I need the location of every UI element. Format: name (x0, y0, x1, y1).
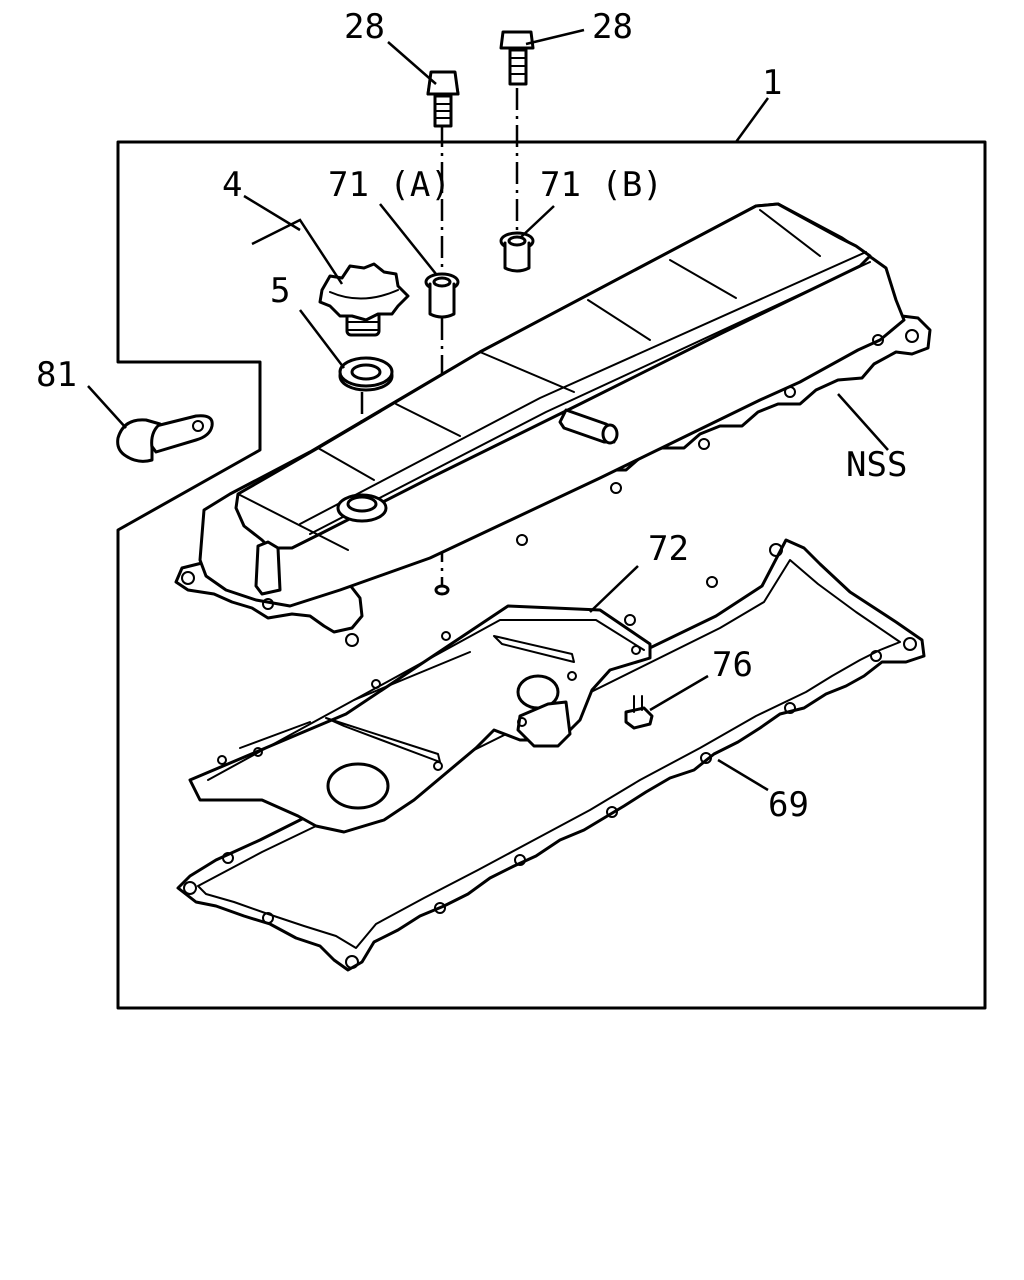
grommet-71a (424, 272, 460, 319)
screw-76 (624, 695, 654, 730)
cylinder-head-cover (174, 202, 932, 647)
grommet-71b (499, 231, 535, 273)
label-76: 76 (712, 645, 753, 685)
gasket-69 (176, 538, 926, 972)
label-1: 1 (762, 63, 782, 103)
label-5: 5 (270, 271, 290, 311)
clip-81 (116, 414, 214, 463)
assembly-frame (116, 140, 987, 1010)
label-69: 69 (768, 785, 809, 825)
leader-lines (87, 28, 889, 792)
label-71a: 71 (A) (328, 165, 451, 205)
label-71b: 71 (B) (540, 165, 663, 205)
bolt-28-right (499, 30, 535, 86)
label-nss: NSS (846, 445, 907, 485)
label-28-left: 28 (344, 7, 385, 47)
oil-filler-cap-4 (318, 262, 410, 337)
label-72: 72 (648, 529, 689, 569)
bolt-28-left (426, 70, 460, 128)
baffle-plate-72 (188, 604, 652, 834)
label-28-right: 28 (592, 7, 633, 47)
label-4: 4 (222, 165, 242, 205)
o-ring-5 (338, 356, 394, 392)
label-81: 81 (36, 355, 77, 395)
